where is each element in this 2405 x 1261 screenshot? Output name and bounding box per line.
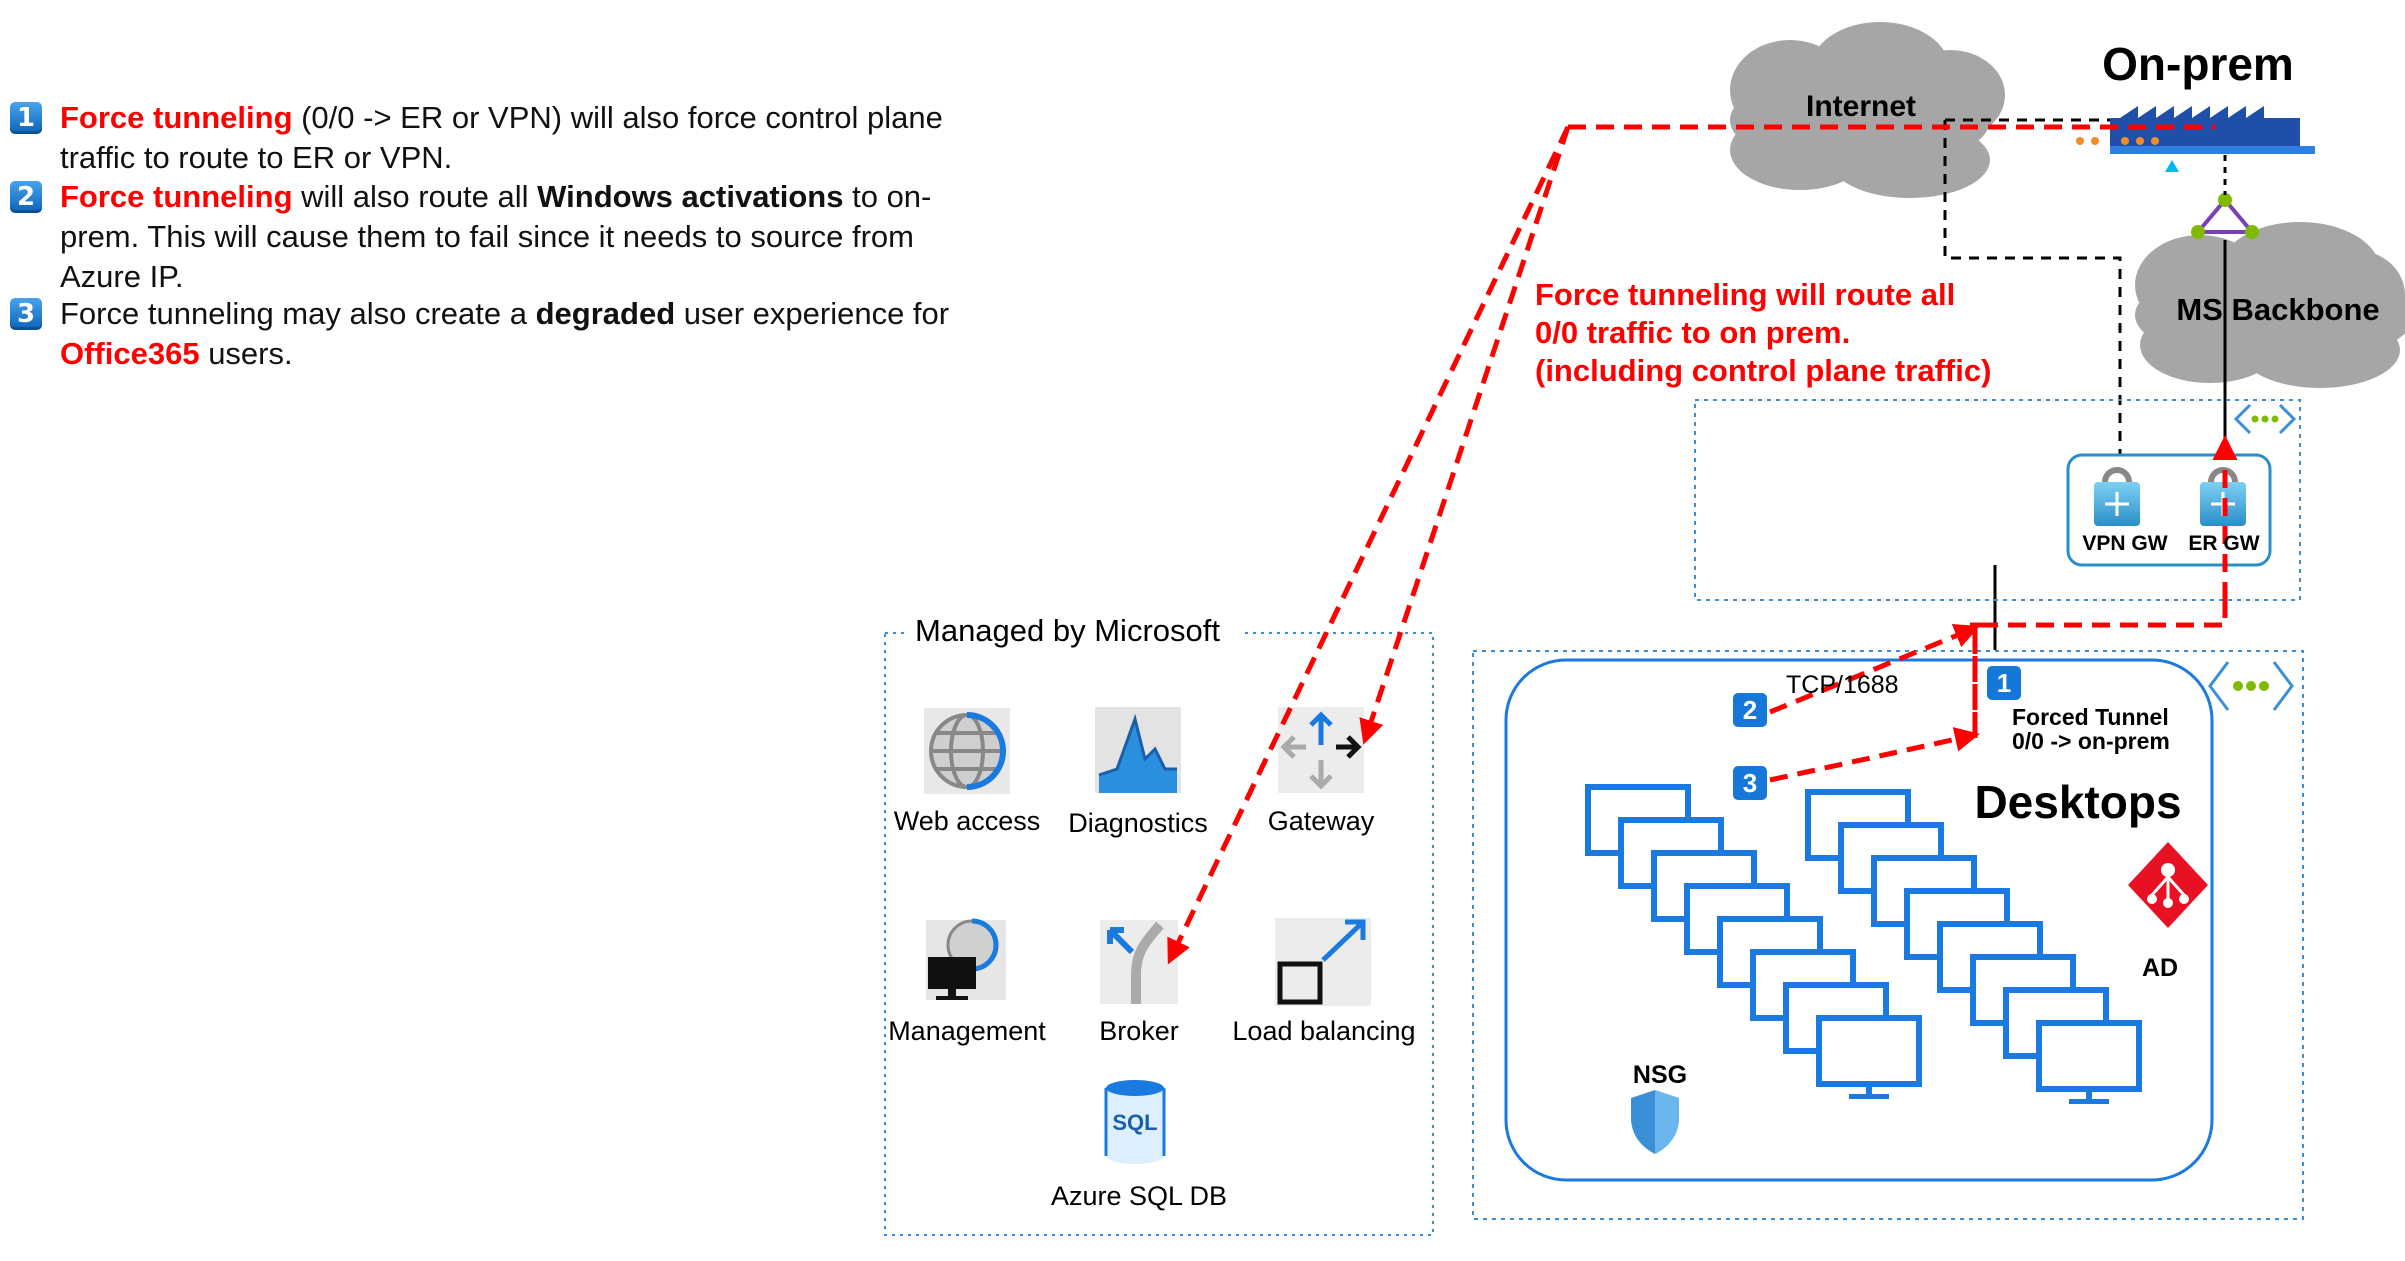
broker-label: Broker [1099,1016,1179,1046]
note-2-part-2: will also route all [292,179,538,214]
note-2-part-3: Windows activations [537,179,844,214]
ms-backbone-cloud [2135,222,2405,388]
nsg-shield-icon [1631,1090,1679,1154]
note-2-part-4: to on-prem. This will cause them to fail… [60,179,932,294]
note-3-part-3: user experience for [675,296,950,331]
load-balancing-label: Load balancing [1232,1016,1415,1046]
force-note-line3: (including control plane traffic) [1535,353,1991,388]
web-access-label: Web access [894,806,1041,836]
management-label: Management [888,1016,1046,1046]
forced-tunnel-line2: 0/0 -> on-prem [2012,728,2170,754]
nsg-label: NSG [1633,1061,1687,1089]
onprem-building-icon [2076,106,2315,172]
ad-label: AD [2142,954,2178,982]
sql-database-icon: SQL [1104,1080,1166,1164]
force-tunnel-paths [1167,124,2238,965]
note-3-part-2: degraded [535,296,676,331]
forced-tunnel-line1: Forced Tunnel [2012,704,2169,730]
managed-label: Managed by Microsoft [915,613,1220,648]
note-1-part-2: (0/0 -> ER or VPN) will also force contr… [60,100,943,175]
note-3-part-5: users. [199,336,293,371]
note-2-part-1: Force tunneling [60,179,293,214]
svg-text:3: 3 [1743,768,1757,798]
er-gw-label: ER GW [2188,532,2259,555]
broker-icon [1100,920,1178,1004]
svg-text:2: 2 [1743,695,1757,725]
internet-cloud [1730,22,2005,198]
vnet-icon-desktops [2208,661,2294,711]
note-badge-2: 2 [10,181,42,213]
ms-backbone-label: MS Backbone [2176,292,2379,327]
tcp-label: TCP/1688 [1786,671,1899,699]
note-badge-3: 3 [10,298,42,330]
note-text-3: Force tunneling may also create a degrad… [60,294,990,374]
diagnostics-label: Diagnostics [1068,808,1208,838]
diagnostics-icon [1095,707,1181,793]
desktop-vnet-box [1472,650,2304,1220]
internet-label: Internet [1806,90,1916,123]
desktops-label: Desktops [1974,776,2181,828]
force-note-line1: Force tunneling will route all [1535,277,1955,312]
note-2: 2 Force tunneling will also route all Win… [10,177,990,297]
hub-vnet-box [1694,399,2301,601]
note-text-2: Force tunneling will also route all Wind… [60,177,990,297]
management-icon [926,918,1006,1000]
force-note-line2: 0/0 traffic to on prem. [1535,315,1850,350]
note-3: 3 Force tunneling may also create a degra… [10,294,990,374]
diagram-badge-2: 2 [1733,693,1767,727]
vpn-gw-label: VPN GW [2082,532,2167,555]
note-1: 1 Force tunneling (0/0 -> ER or VPN) will… [10,98,990,178]
ad-icon [2128,842,2208,928]
sql-badge-text: SQL [1112,1110,1157,1135]
diagram-badge-1: 1 [1987,666,2021,700]
diagram-badge-3: 3 [1733,766,1767,800]
router-link-icon [2191,193,2259,239]
web-access-icon [924,708,1010,794]
note-text-1: Force tunneling (0/0 -> ER or VPN) will … [60,98,990,178]
azure-sql-label: Azure SQL DB [1051,1181,1227,1211]
note-badge-1: 1 [10,102,42,134]
note-3-part-1: Force tunneling may also create a [60,296,536,331]
gateway-label: Gateway [1268,806,1375,836]
desktops-subnet [1504,658,2214,1182]
onprem-label: On-prem [2102,38,2294,90]
note-3-part-4: Office365 [60,336,200,371]
desktop-monitors [1585,784,2142,1104]
vpn-gw-icon [2094,467,2140,526]
vnet-icon-hub [2233,403,2297,435]
note-1-part-1: Force tunneling [60,100,293,135]
desktop-monitor-icon [2036,1020,2142,1104]
gateway-icon [1278,707,1364,793]
load-balancing-icon [1275,918,1371,1006]
desktop-monitor-icon [1816,1015,1922,1099]
svg-text:1: 1 [1997,668,2011,698]
